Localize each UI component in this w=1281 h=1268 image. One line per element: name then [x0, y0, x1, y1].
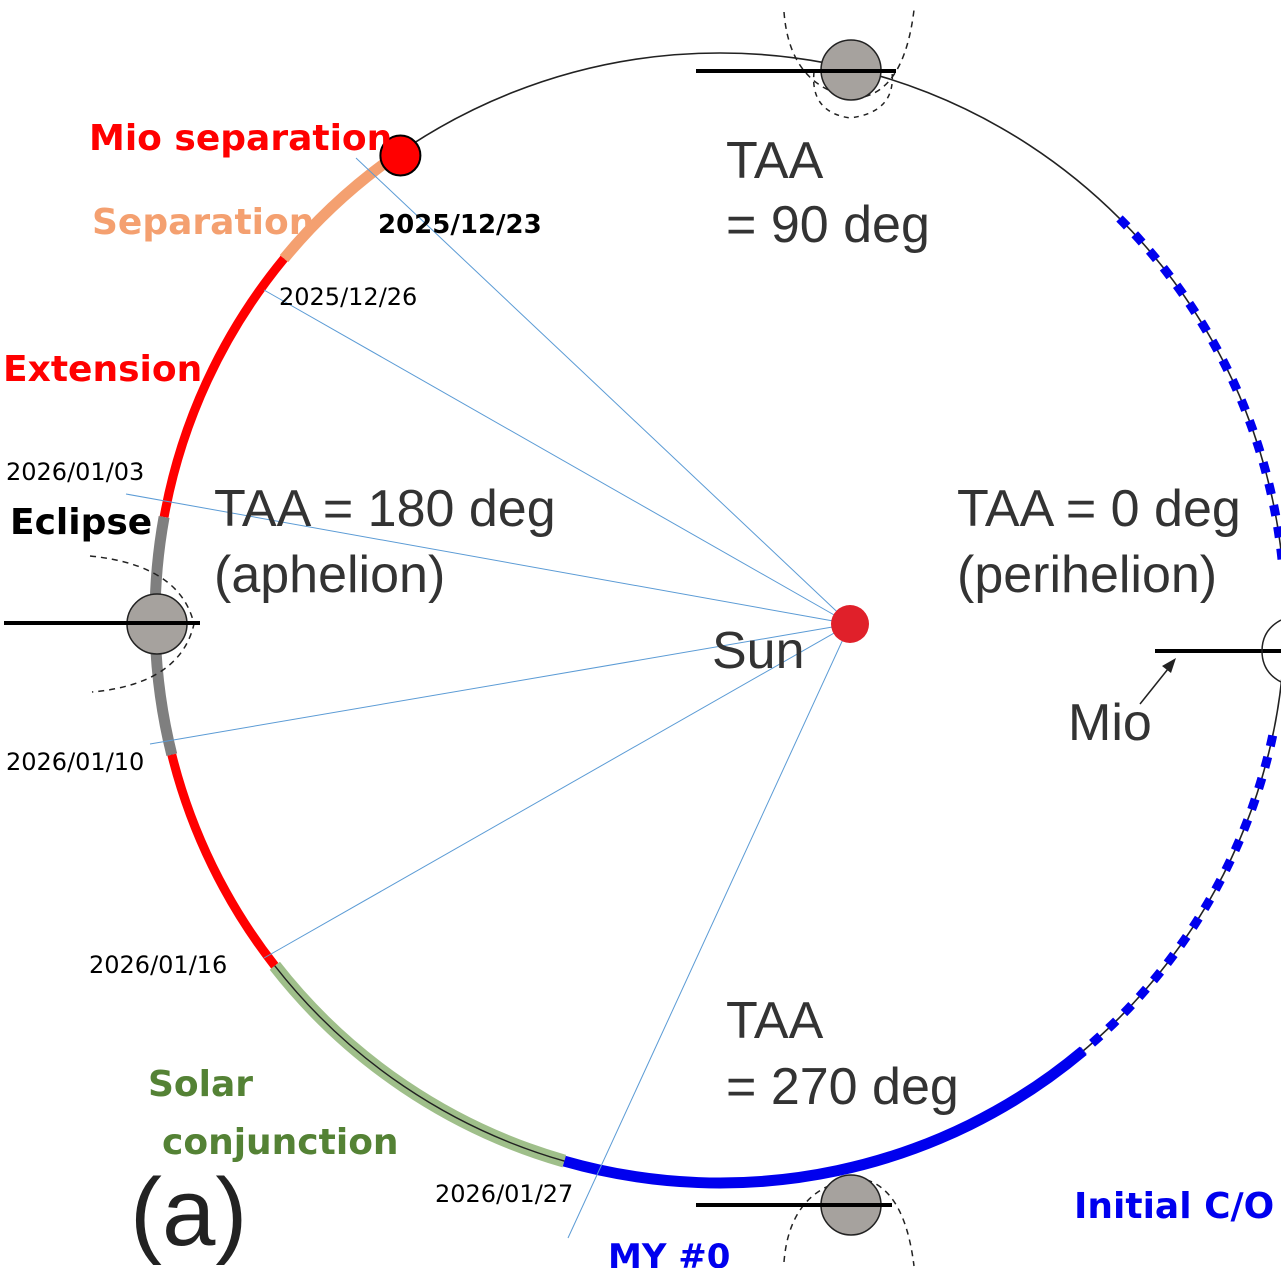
date-label: 2026/01/10: [6, 748, 144, 776]
sun-line: [149, 623, 851, 745]
taa0-label-line2: (perihelion): [957, 546, 1217, 604]
magnetopause-dashed: [812, 71, 894, 119]
sun-line: [567, 623, 851, 1239]
initial-co-dashed-arc-upper: [1116, 215, 1281, 570]
taa90-label-line2: = 90 deg: [726, 196, 930, 254]
mercury-planet-edge: [1261, 619, 1281, 683]
initial-co-label: Initial C/O: [1074, 1186, 1274, 1227]
mercury-taa270: [696, 1174, 915, 1267]
sun: [831, 605, 869, 643]
mercury-taa180: [4, 555, 200, 693]
date-label: 2025/12/26: [279, 283, 417, 311]
taa180-label-line2: (aphelion): [214, 546, 445, 604]
sun-label: Sun: [712, 622, 805, 680]
mio-pointer-line: [1139, 663, 1173, 705]
taa90-label-line1: TAA: [726, 132, 824, 190]
sun-line: [263, 623, 851, 959]
mio-label: Mio: [1068, 694, 1152, 752]
eclipse-label: Eclipse: [10, 502, 152, 543]
extension-arc-lower: [167, 753, 279, 969]
extension-arc-upper: [159, 255, 288, 518]
mio-pointer-arrowhead: [1162, 658, 1176, 673]
date-label: 2026/01/16: [89, 951, 227, 979]
sun-line: [125, 493, 851, 625]
mercury-taa0: [1139, 619, 1281, 705]
taa270-label-line2: = 270 deg: [726, 1058, 959, 1116]
taa180-label-line1: TAA = 180 deg: [214, 480, 556, 538]
my0-label: MY #0: [608, 1237, 730, 1268]
separation-label: Separation: [92, 202, 314, 243]
sun-line: [263, 289, 851, 625]
mio-separation-marker: [379, 134, 422, 177]
solar-conjunction-label-line1: Solar: [148, 1064, 253, 1105]
sun-lines: [125, 157, 851, 1239]
taa0-label-line1: TAA = 0 deg: [957, 480, 1241, 538]
initial-co-dashed-arc-lower: [1080, 734, 1278, 1055]
solar-conjunction-label-line2: conjunction: [162, 1122, 399, 1163]
date-label-separation: 2025/12/23: [378, 210, 542, 240]
date-label: 2026/01/03: [6, 458, 144, 486]
solar-conjunction-orbit-line: [274, 965, 565, 1162]
sun-line: [355, 157, 851, 625]
date-label: 2026/01/27: [435, 1180, 573, 1208]
initial-co-arc: [562, 1046, 1087, 1189]
mercury-taa90: [696, 9, 915, 119]
panel-label: (a): [130, 1159, 247, 1266]
mio-separation-label: Mio separation: [89, 118, 392, 159]
taa270-label-line1: TAA: [726, 992, 824, 1050]
extension-label: Extension: [3, 349, 202, 390]
